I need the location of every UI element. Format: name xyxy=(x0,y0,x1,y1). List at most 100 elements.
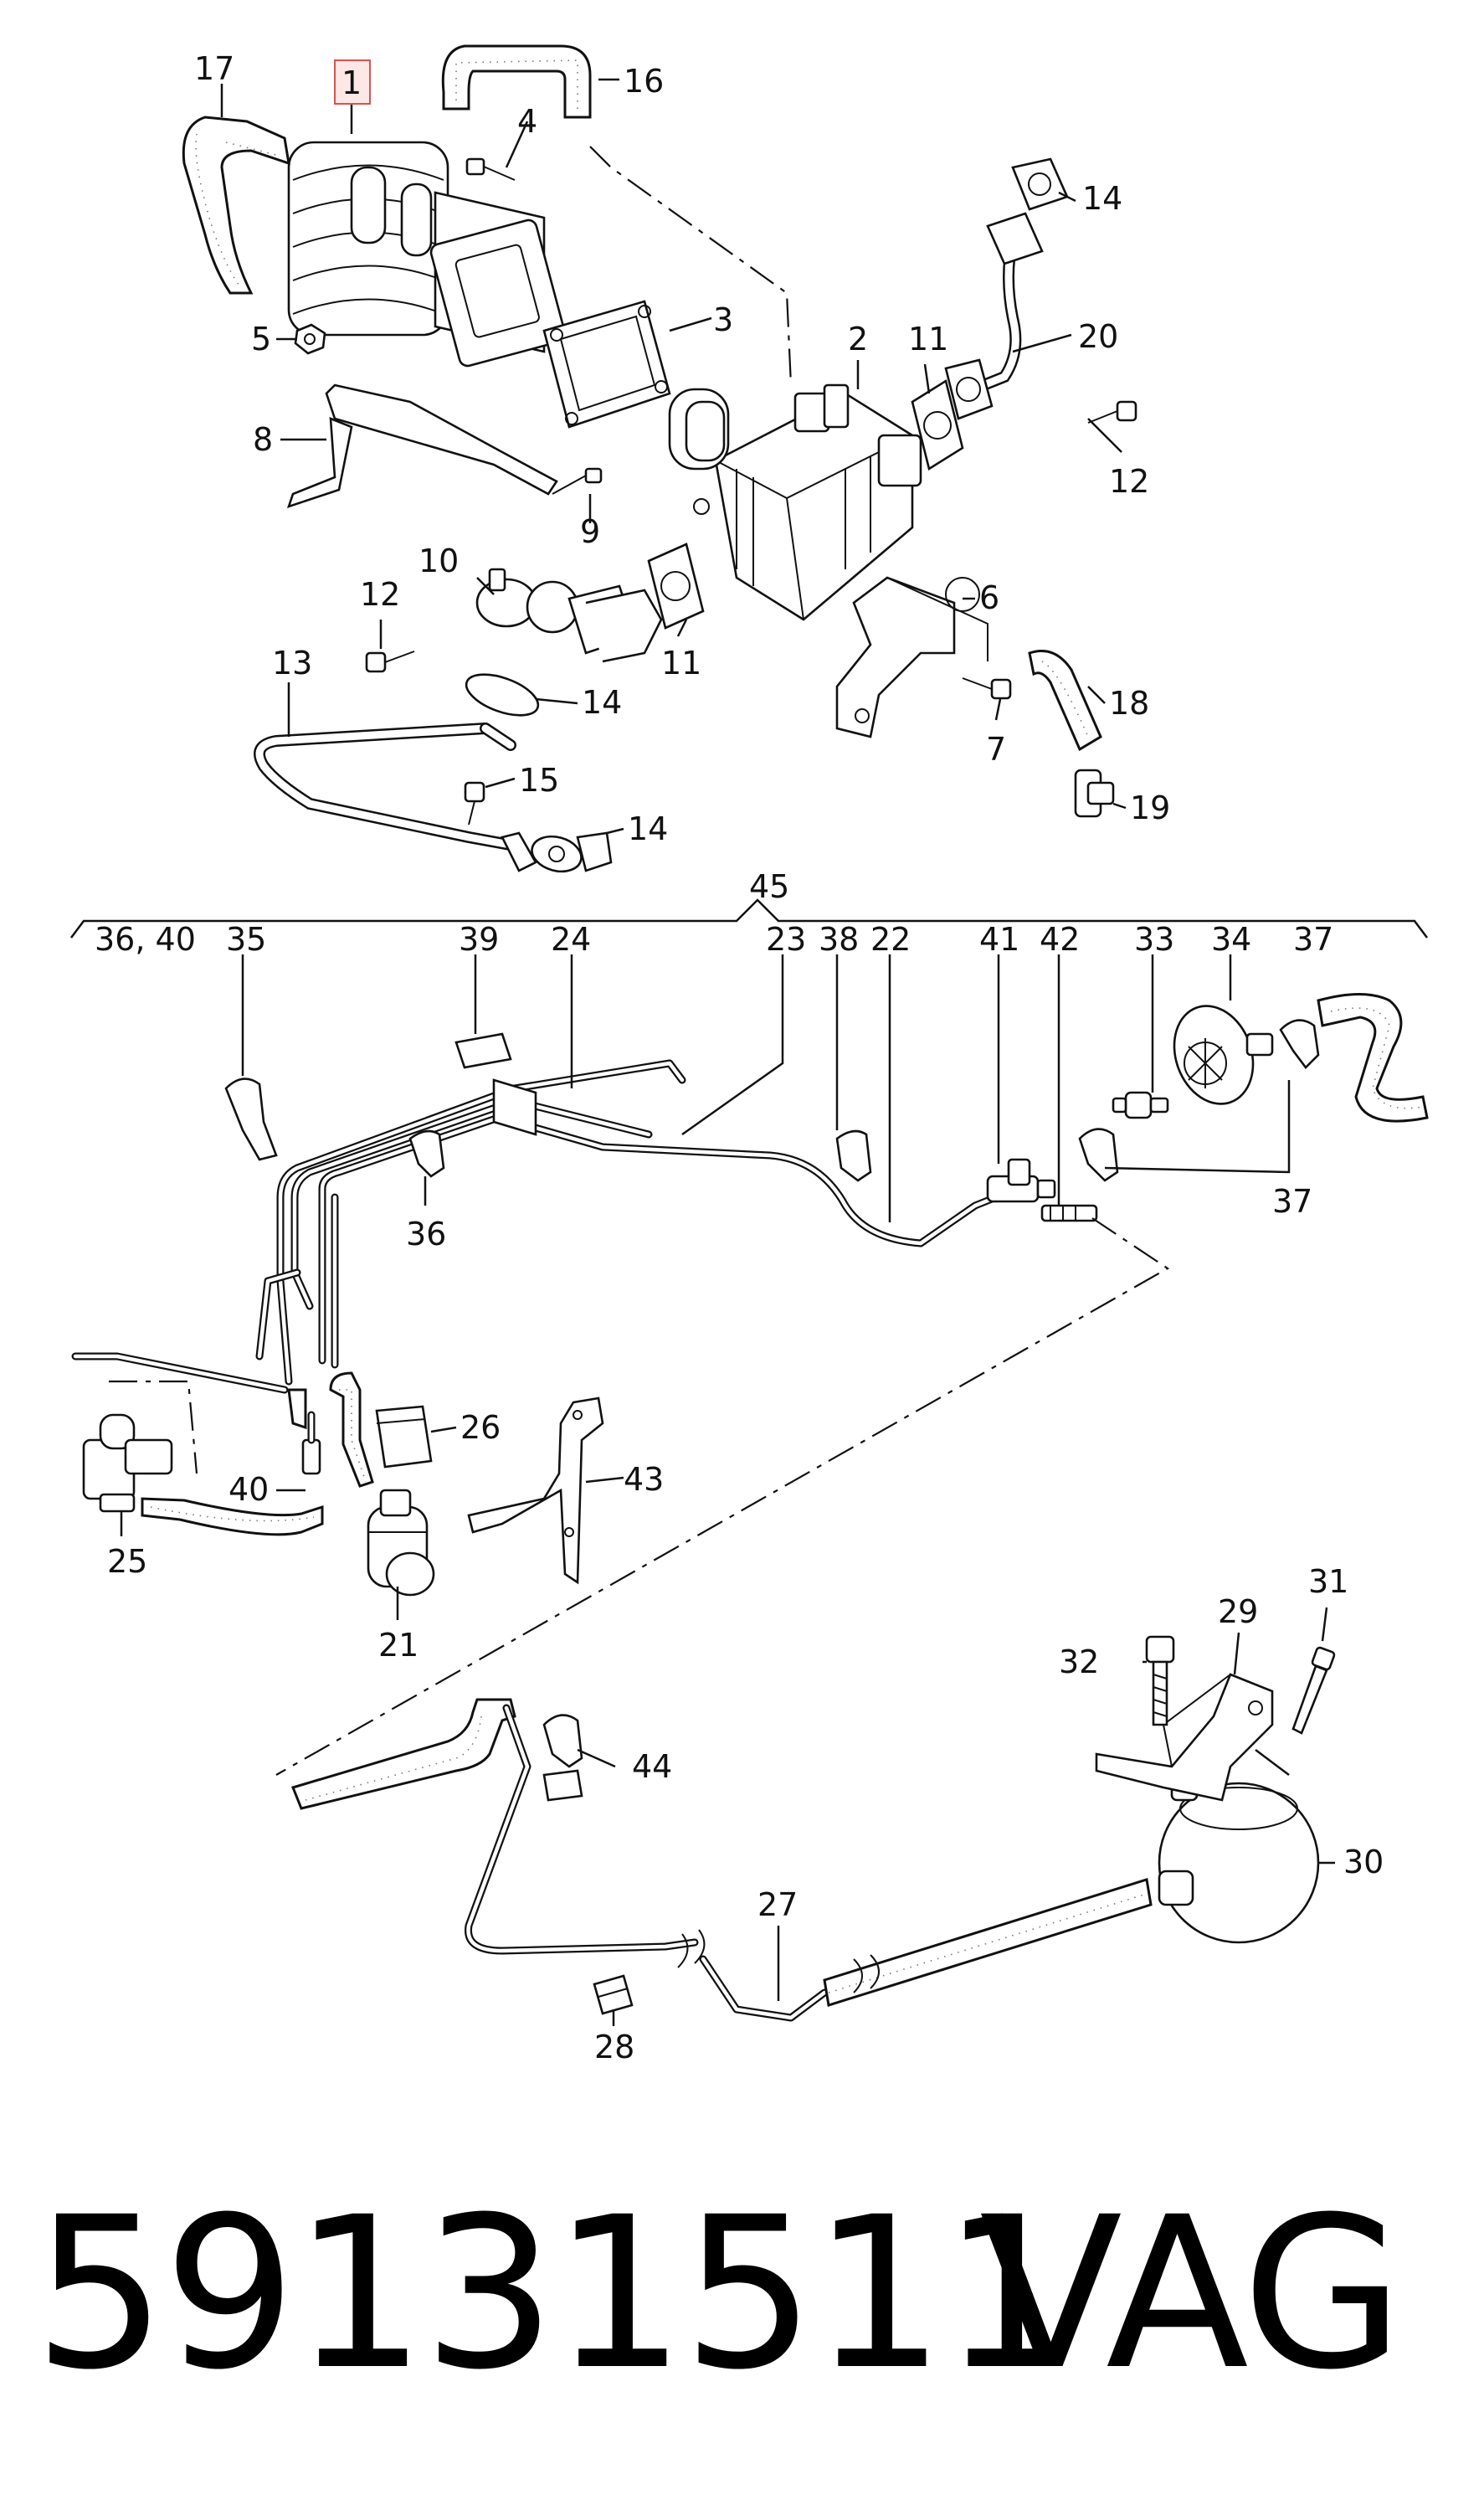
callout-37-upper[interactable]: 37 xyxy=(1293,921,1333,958)
part-36-clip[interactable] xyxy=(408,1129,445,1178)
callout-31[interactable]: 31 xyxy=(1308,1563,1348,1600)
callout-14-mid[interactable]: 14 xyxy=(582,684,622,721)
callout-36[interactable]: 36 xyxy=(406,1216,446,1252)
callout-29[interactable]: 29 xyxy=(1218,1593,1258,1630)
part-21-vacuum-actuator[interactable] xyxy=(367,1489,435,1597)
part-31-screw[interactable] xyxy=(1291,1646,1336,1735)
callout-25[interactable]: 25 xyxy=(107,1543,147,1580)
callout-24[interactable]: 24 xyxy=(551,921,591,958)
part-42-connector[interactable] xyxy=(1040,1204,1098,1222)
part-22-vacuum-line[interactable] xyxy=(511,1118,1000,1247)
callout-38[interactable]: 38 xyxy=(819,921,859,958)
callout-13[interactable]: 13 xyxy=(272,645,312,682)
callout-22[interactable]: 22 xyxy=(870,921,911,958)
part-37-hose[interactable] xyxy=(1317,993,1429,1123)
callout-12-upper[interactable]: 12 xyxy=(1109,463,1149,500)
callout-32[interactable]: 32 xyxy=(1059,1643,1099,1680)
part-1-egr-cooler[interactable] xyxy=(287,141,567,368)
callout-33[interactable]: 33 xyxy=(1134,921,1174,958)
callout-5[interactable]: 5 xyxy=(251,321,271,357)
callout-35[interactable]: 35 xyxy=(226,921,266,958)
callout-44[interactable]: 44 xyxy=(632,1748,672,1785)
part-19-fitting[interactable] xyxy=(1074,769,1115,818)
callout-28[interactable]: 28 xyxy=(594,2029,634,2065)
callout-7[interactable]: 7 xyxy=(986,731,1006,768)
callout-34[interactable]: 34 xyxy=(1211,921,1251,958)
part-8-bracket[interactable] xyxy=(286,383,558,509)
callout-20[interactable]: 20 xyxy=(1078,318,1118,355)
part-14-flange-upper[interactable] xyxy=(1011,157,1069,211)
callout-41[interactable]: 41 xyxy=(979,921,1019,958)
part-39-clip[interactable] xyxy=(454,1032,512,1069)
part-18-hose[interactable] xyxy=(1028,650,1102,752)
callout-36-40[interactable]: 36, 40 xyxy=(95,921,196,958)
part-29-bracket[interactable] xyxy=(1095,1673,1274,1802)
callout-21[interactable]: 21 xyxy=(378,1627,418,1664)
part-44-clip[interactable] xyxy=(542,1714,583,1802)
callout-9[interactable]: 9 xyxy=(580,513,600,550)
callout-3[interactable]: 3 xyxy=(713,301,733,338)
part-6-bracket[interactable] xyxy=(835,576,988,738)
part-11-gasket-lower[interactable] xyxy=(647,543,705,630)
callout-45[interactable]: 45 xyxy=(749,868,789,905)
callout-19[interactable]: 19 xyxy=(1130,790,1170,826)
callout-4[interactable]: 4 xyxy=(517,103,537,140)
part-37-clip-lower[interactable] xyxy=(1078,1128,1119,1182)
part-7-bolt[interactable] xyxy=(962,677,1012,700)
callout-11-upper[interactable]: 11 xyxy=(908,321,948,357)
part-38-clip[interactable] xyxy=(835,1129,872,1182)
part-35-clip[interactable] xyxy=(224,1078,278,1161)
callout-17[interactable]: 17 xyxy=(194,50,234,87)
callout-14-upper[interactable]: 14 xyxy=(1082,180,1122,217)
part-20-pipe[interactable] xyxy=(944,212,1044,420)
part-41-t-connector[interactable] xyxy=(986,1158,1056,1203)
part-11-gasket-upper[interactable] xyxy=(911,378,964,471)
callout-27[interactable]: 27 xyxy=(757,1886,798,1923)
part-16-hose[interactable] xyxy=(441,44,592,119)
part-40-connector[interactable] xyxy=(301,1411,321,1475)
part-37-clip-upper[interactable] xyxy=(1279,1019,1320,1069)
callout-30[interactable]: 30 xyxy=(1343,1844,1384,1880)
callout-39[interactable]: 39 xyxy=(459,921,499,958)
part-24-vacuum-lines[interactable] xyxy=(276,1059,686,1386)
part-15-bolt[interactable] xyxy=(464,781,485,826)
part-12-bolt-upper[interactable] xyxy=(1087,400,1137,424)
part-9-bolt[interactable] xyxy=(552,467,603,495)
part-13-pipe[interactable] xyxy=(254,723,537,872)
part-10-valve[interactable] xyxy=(475,568,663,663)
part-32-bolt[interactable] xyxy=(1145,1635,1175,1726)
part-12-bolt-lower[interactable] xyxy=(365,651,415,673)
part-27-vacuum-hose[interactable] xyxy=(290,1698,1153,2022)
part-14-flange-lower[interactable] xyxy=(528,831,613,877)
callout-42[interactable]: 42 xyxy=(1040,921,1080,958)
callout-14-lower[interactable]: 14 xyxy=(628,810,668,847)
part-3-gasket[interactable] xyxy=(542,300,671,429)
callout-12-lower[interactable]: 12 xyxy=(360,576,400,613)
part-2-egr-valve[interactable] xyxy=(668,383,922,621)
part-34-filter[interactable] xyxy=(1161,995,1274,1115)
part-33-check-valve[interactable] xyxy=(1112,1091,1169,1119)
callout-40[interactable]: 40 xyxy=(229,1471,269,1508)
part-14-gasket-mid[interactable] xyxy=(461,666,543,723)
callout-10[interactable]: 10 xyxy=(418,543,459,579)
callout-16[interactable]: 16 xyxy=(624,63,664,100)
callout-23[interactable]: 23 xyxy=(766,921,806,958)
callout-18[interactable]: 18 xyxy=(1109,685,1149,722)
part-43-bracket[interactable] xyxy=(467,1397,604,1585)
callout-37-lower[interactable]: 37 xyxy=(1272,1183,1312,1220)
callout-2[interactable]: 2 xyxy=(848,321,868,357)
callout-8[interactable]: 8 xyxy=(253,421,273,458)
part-28-clip[interactable] xyxy=(593,1974,634,2015)
callout-26[interactable]: 26 xyxy=(460,1409,501,1446)
part-4-bolt[interactable] xyxy=(465,157,516,181)
part-26-bracket[interactable] xyxy=(375,1405,433,1469)
part-17-hose[interactable] xyxy=(182,116,290,295)
part-25-solenoid-valve[interactable] xyxy=(71,1352,289,1513)
callout-1[interactable]: 1 xyxy=(341,64,362,101)
callout-11-lower[interactable]: 11 xyxy=(661,645,701,682)
part-5-nut[interactable] xyxy=(294,323,326,355)
callout-6[interactable]: 6 xyxy=(979,579,999,616)
part-30-vacuum-reservoir[interactable] xyxy=(1158,1773,1320,1944)
callout-43[interactable]: 43 xyxy=(624,1461,664,1498)
callout-15[interactable]: 15 xyxy=(519,762,559,799)
